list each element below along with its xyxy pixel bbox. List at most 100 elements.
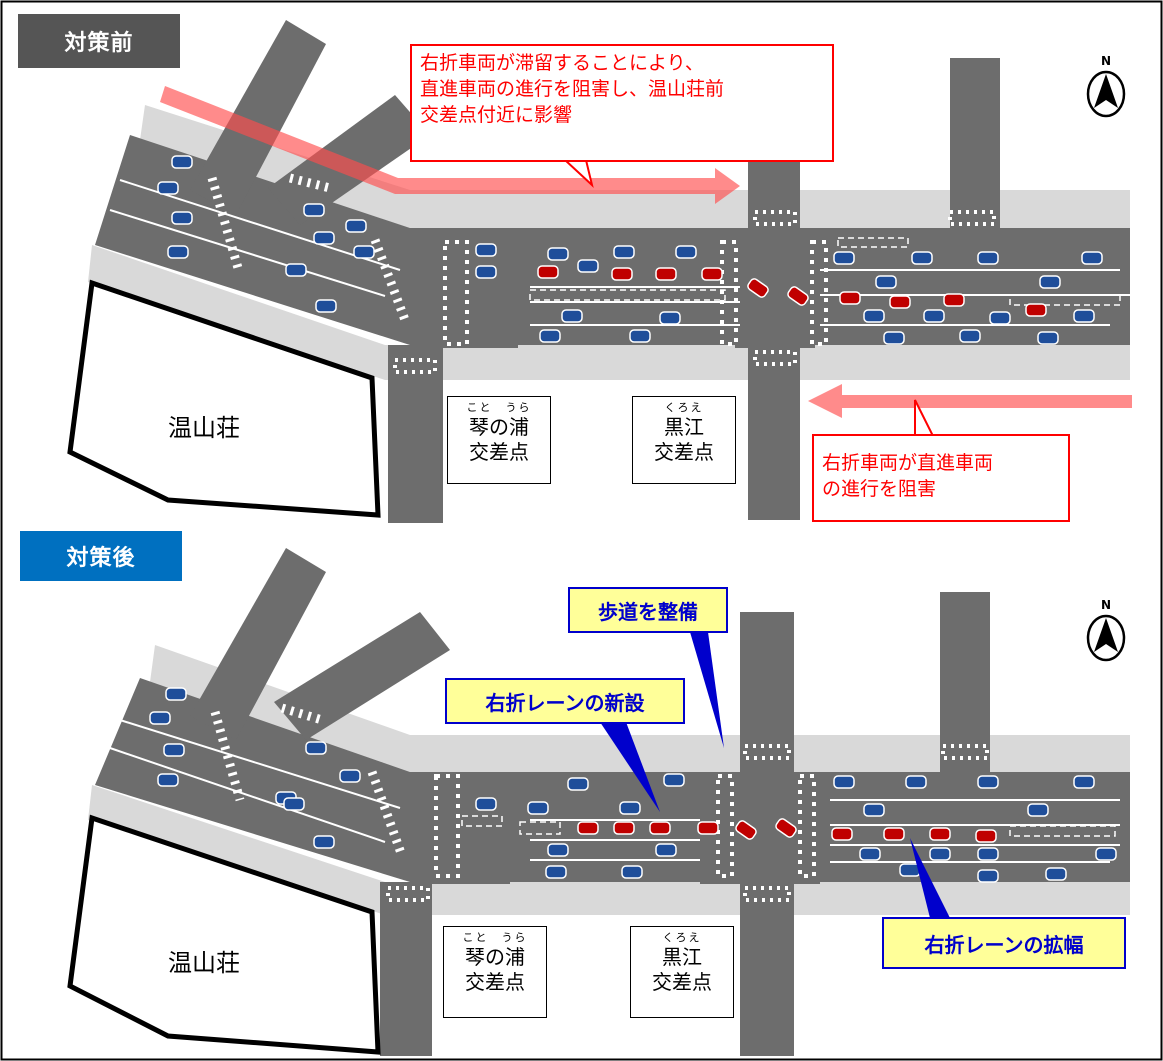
- landmark-label: 温山荘: [168, 414, 240, 442]
- crosswalk: [810, 240, 828, 346]
- crosswalk: [720, 240, 738, 346]
- intersection-kotoura-after: こと うら 琴の浦 交差点: [443, 926, 547, 1018]
- car-blue: [629, 329, 651, 343]
- north-label: N: [1100, 598, 1112, 612]
- after-map: [67, 548, 1130, 1056]
- car-blue: [547, 843, 569, 857]
- car-blue: [1027, 803, 1049, 817]
- intersection-name: 黒江: [662, 945, 702, 969]
- crosswalk: [753, 210, 797, 226]
- car-blue: [539, 329, 561, 343]
- car-blue: [655, 843, 677, 857]
- intersection-name: 琴の浦: [469, 415, 529, 439]
- kotoura-junction-after: [430, 772, 510, 884]
- crosswalk: [941, 744, 989, 760]
- car-blue: [305, 741, 327, 755]
- onzanso-landmark-shape: [67, 814, 381, 1055]
- car-blue: [1037, 331, 1059, 345]
- car-red: [577, 821, 599, 835]
- side-road-ne-after: [274, 612, 450, 740]
- car-blue: [567, 777, 589, 791]
- car-red: [775, 818, 797, 838]
- pointer-new-lane: [600, 722, 660, 812]
- crosswalk: [798, 774, 816, 878]
- crosswalk: [743, 744, 791, 760]
- label-sidewalk-improvement: 歩道を整備: [568, 587, 728, 633]
- road-east-north-before: [950, 58, 1000, 230]
- onzanso-landmark-shape: [67, 279, 381, 518]
- road-east-north-after: [940, 592, 990, 774]
- car-blue: [313, 835, 335, 849]
- car-blue: [905, 775, 927, 789]
- crosswalk: [386, 886, 430, 902]
- car-blue: [989, 311, 1011, 325]
- north-label: N: [1100, 54, 1112, 68]
- car-blue: [619, 801, 641, 815]
- car-blue: [663, 773, 685, 787]
- lane-line: [119, 719, 401, 809]
- car-blue: [353, 245, 375, 259]
- car-blue: [475, 243, 497, 257]
- kuroe-junction-before: [735, 228, 815, 348]
- intersection-kotoura-before: こと うら 琴の浦 交差点: [447, 396, 551, 484]
- car-blue: [675, 245, 697, 259]
- road-kuroe-south-after: [740, 882, 794, 1056]
- side-road-nw-before: [190, 20, 326, 215]
- car-blue: [171, 155, 193, 169]
- car-blue: [1095, 847, 1117, 861]
- car-red: [831, 827, 853, 841]
- car-blue: [959, 329, 981, 343]
- intersection-ruby: くろえ: [664, 401, 704, 414]
- intersection-kuroe-before: くろえ 黒江 交差点: [632, 396, 736, 484]
- car-blue: [1081, 251, 1103, 265]
- crosswalk: [207, 176, 243, 270]
- car-blue: [1073, 775, 1095, 789]
- car-blue: [285, 263, 307, 277]
- car-red: [889, 295, 911, 309]
- car-blue: [1045, 867, 1067, 881]
- arrow-opposing-traffic: [808, 384, 1132, 418]
- crosswalk: [393, 358, 437, 374]
- lane-line: [119, 179, 401, 271]
- car-blue: [977, 251, 999, 265]
- car-blue: [659, 311, 681, 325]
- car-blue: [1039, 275, 1061, 289]
- callout-right-turn-blocking: 右折車両が直進車両 の進行を阻害: [812, 434, 1070, 522]
- intersection-suffix: 交差点: [469, 440, 529, 464]
- after-header: 対策後: [20, 531, 182, 581]
- car-blue: [339, 769, 361, 783]
- car-red: [975, 829, 997, 843]
- car-blue: [911, 251, 933, 265]
- car-blue: [977, 869, 999, 883]
- compass-icon: [1086, 614, 1126, 662]
- lane-line: [109, 747, 386, 843]
- car-red: [747, 278, 769, 298]
- car-red: [613, 821, 635, 835]
- car-red: [929, 827, 951, 841]
- intersection-suffix: 交差点: [465, 970, 525, 994]
- car-blue: [149, 711, 171, 725]
- road-kuroe-north-after: [740, 612, 794, 774]
- landmark-label: 温山荘: [168, 949, 240, 977]
- pointer-sidewalk: [690, 632, 724, 748]
- crosswalk: [280, 703, 324, 725]
- car-blue: [527, 801, 549, 815]
- crosswalk: [288, 173, 332, 193]
- intersection-name: 琴の浦: [465, 945, 525, 969]
- hatch-zone: [1009, 825, 1116, 837]
- car-blue: [547, 247, 569, 261]
- car-blue: [833, 775, 855, 789]
- crosswalk: [367, 770, 407, 858]
- car-blue: [977, 775, 999, 789]
- car-blue: [163, 743, 185, 757]
- car-red: [611, 267, 633, 281]
- car-blue: [621, 865, 643, 879]
- car-blue: [313, 231, 335, 245]
- car-blue: [883, 331, 905, 345]
- car-blue: [475, 797, 497, 811]
- sidewalk-north-before: [140, 105, 1130, 228]
- road-kotoura-south-after: [380, 882, 432, 1056]
- road-kotoura-south-before: [388, 345, 443, 523]
- north-arrow-icon: N: [1084, 598, 1128, 668]
